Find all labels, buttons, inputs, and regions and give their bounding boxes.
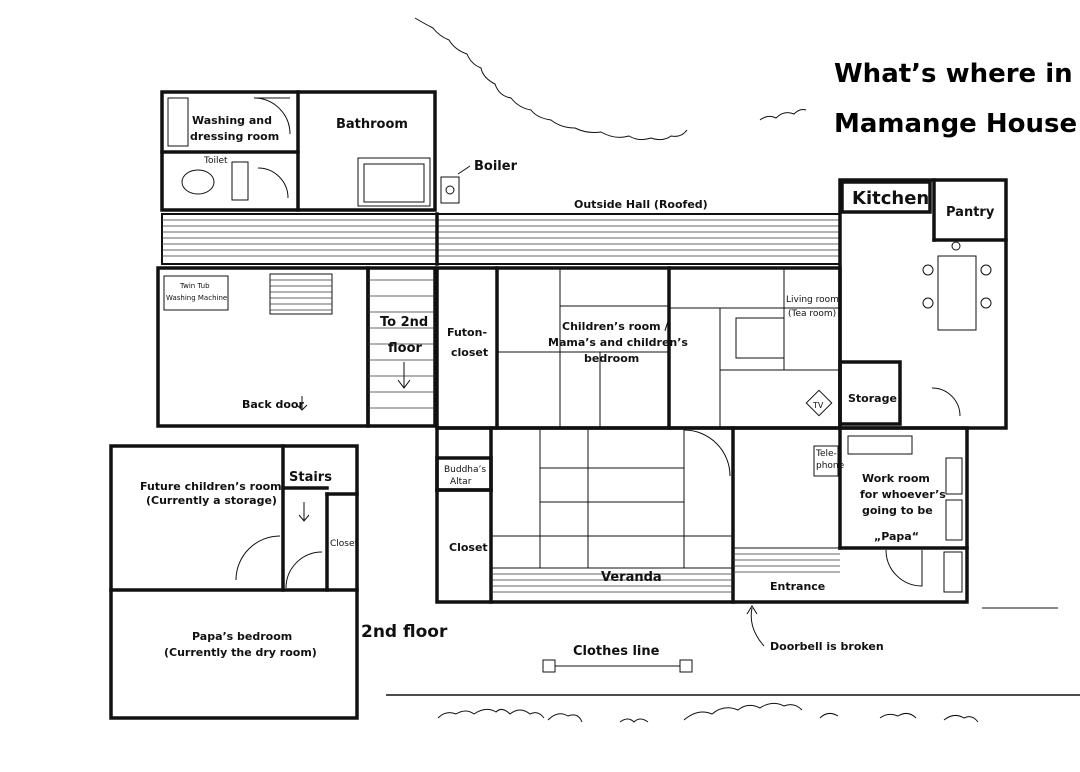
title-line-2: Mamange House xyxy=(834,109,1077,139)
washing-room-label-2: dressing room xyxy=(190,130,279,143)
clothes-line-icon xyxy=(542,659,693,673)
childrens-room-label-2: Mama’s and children’s xyxy=(548,336,688,349)
twin-tub-label-2: Washing Machine xyxy=(166,294,227,302)
buddhas-altar-label-2: Altar xyxy=(450,477,472,487)
stairs-label: Stairs xyxy=(289,470,332,485)
outside-hall-label: Outside Hall (Roofed) xyxy=(574,198,708,211)
doorbell-label: Doorbell is broken xyxy=(770,640,884,653)
doorbell-pointer xyxy=(746,605,765,647)
papas-bedroom-label-1: Papa’s bedroom xyxy=(192,630,292,643)
living-room-label-1: Living room xyxy=(786,295,839,305)
bush-6 xyxy=(879,712,917,719)
childrens-room-label-3: bedroom xyxy=(584,352,639,365)
closet-2f-label: Closet xyxy=(330,539,359,549)
future-childrens-room-label-1: Future children’s room xyxy=(140,480,282,493)
back-door-label: Back door xyxy=(242,398,304,411)
toilet-label: Toilet xyxy=(203,156,228,166)
bush-3 xyxy=(619,718,649,723)
tv-label: TV xyxy=(812,401,824,410)
bush-5 xyxy=(819,712,839,719)
bathroom-block xyxy=(160,90,437,212)
west-wing xyxy=(156,266,437,428)
telephone-label-2: phone xyxy=(816,461,845,471)
clothes-line-label: Clothes line xyxy=(573,644,660,659)
pantry-label: Pantry xyxy=(946,205,995,220)
telephone-label-1: Tele- xyxy=(815,449,837,459)
washing-room-label-1: Washing and xyxy=(192,114,272,127)
closet-label: Closet xyxy=(449,541,488,554)
south-wing xyxy=(435,426,969,604)
to-2nd-floor-label-1: To 2nd xyxy=(380,315,428,330)
future-childrens-room-label-2: (Currently a storage) xyxy=(146,494,277,507)
buddhas-altar-label-1: Buddha’s xyxy=(444,465,486,475)
entrance-label: Entrance xyxy=(770,580,825,593)
boiler-pointer xyxy=(457,165,471,175)
bush-4 xyxy=(683,702,803,721)
outside-hall xyxy=(161,212,841,266)
boiler-dial xyxy=(445,185,455,195)
bush-1 xyxy=(437,708,545,719)
boiler-icon xyxy=(440,176,460,204)
bush-7 xyxy=(943,714,979,723)
second-floor-label: 2nd floor xyxy=(361,622,448,642)
bathroom-label: Bathroom xyxy=(336,117,408,132)
childrens-room-label-1: Children’s room / xyxy=(562,320,669,333)
work-room-label-2: for whoever’s xyxy=(860,488,946,501)
work-room-label-1: Work room xyxy=(862,472,930,485)
tree-outline xyxy=(414,17,688,141)
futon-closet-label-1: Futon- xyxy=(447,326,487,339)
tree-outline-small xyxy=(759,109,807,121)
work-room-label-4: „Papa“ xyxy=(874,530,919,543)
boiler-label: Boiler xyxy=(474,159,518,174)
papas-bedroom-label-2: (Currently the dry room) xyxy=(164,646,317,659)
living-room-label-2: (Tea room) xyxy=(788,309,836,319)
title-line-1: What’s where in xyxy=(834,59,1073,89)
second-floor xyxy=(109,444,359,720)
veranda-label: Veranda xyxy=(601,570,662,585)
bush-2 xyxy=(547,713,583,723)
to-2nd-floor-label-2: floor xyxy=(388,341,422,356)
kitchen-label: Kitchen xyxy=(852,188,929,209)
futon-closet-label-2: closet xyxy=(451,346,488,359)
twin-tub-label-1: Twin Tub xyxy=(179,282,210,290)
work-room-label-3: going to be xyxy=(862,504,933,517)
storage-label: Storage xyxy=(848,392,897,405)
